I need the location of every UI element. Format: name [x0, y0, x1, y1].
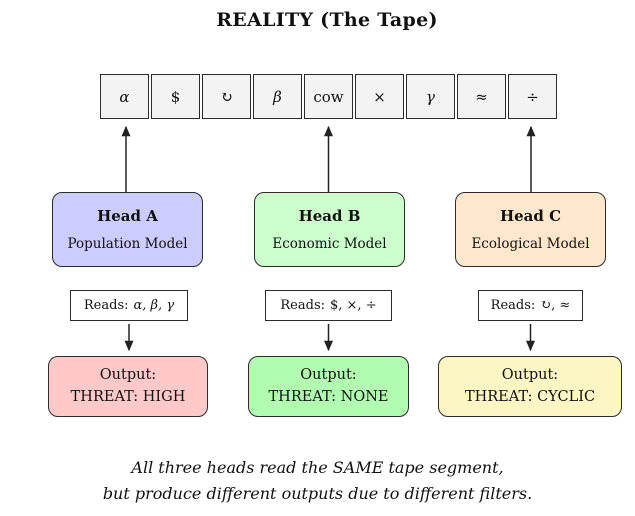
- output-a-label: Output:: [99, 367, 157, 384]
- tape-cell: ↻: [202, 74, 251, 119]
- head-b-box: Head B Economic Model: [254, 192, 405, 267]
- tape-cell: α: [100, 74, 149, 119]
- reads-c-label: Reads:: [490, 298, 536, 313]
- head-b-model: Economic Model: [272, 236, 387, 252]
- tape-cell: ≈: [457, 74, 506, 119]
- head-b-title: Head B: [298, 207, 361, 225]
- reads-c-symbols: ↻, ≈: [540, 298, 571, 313]
- output-box-a: Output: THREAT: HIGH: [48, 356, 208, 417]
- diagram-title: REALITY (The Tape): [216, 9, 438, 31]
- head-c-box: Head C Ecological Model: [455, 192, 606, 267]
- caption: All three heads read the SAME tape segme…: [0, 455, 635, 506]
- reads-box-b: Reads: $, ×, ÷: [265, 290, 392, 321]
- reads-b-symbols: $, ×, ÷: [330, 298, 377, 313]
- output-c-value: THREAT: CYCLIC: [464, 388, 596, 405]
- tape-cell: $: [151, 74, 200, 119]
- output-box-c: Output: THREAT: CYCLIC: [438, 356, 622, 417]
- tape-cell: ×: [355, 74, 404, 119]
- head-a-title: Head A: [97, 207, 158, 225]
- reads-b-label: Reads:: [280, 298, 325, 313]
- output-box-b: Output: THREAT: NONE: [248, 356, 409, 417]
- tape-cell: ÷: [508, 74, 557, 119]
- reads-box-c: Reads: ↻, ≈: [478, 290, 583, 321]
- output-b-label: Output:: [300, 367, 357, 384]
- output-a-value: THREAT: HIGH: [70, 388, 186, 405]
- head-a-model: Population Model: [67, 236, 188, 252]
- head-c-model: Ecological Model: [471, 236, 590, 252]
- caption-line-1: All three heads read the SAME tape segme…: [131, 458, 504, 477]
- reads-a-label: Reads:: [83, 298, 129, 313]
- output-b-value: THREAT: NONE: [268, 388, 389, 405]
- tape-cell: β: [253, 74, 302, 119]
- reads-box-a: Reads: α, β, γ: [70, 290, 188, 321]
- head-c-title: Head C: [499, 207, 562, 225]
- output-c-label: Output:: [501, 367, 559, 384]
- reads-a-symbols: α, β, γ: [133, 298, 175, 313]
- head-a-box: Head A Population Model: [52, 192, 203, 267]
- tape-cell: cow: [304, 74, 353, 119]
- tape-cell: γ: [406, 74, 455, 119]
- caption-line-2: but produce different outputs due to dif…: [102, 483, 533, 503]
- tape: α $ ↻ β cow × γ ≈ ÷: [100, 74, 557, 119]
